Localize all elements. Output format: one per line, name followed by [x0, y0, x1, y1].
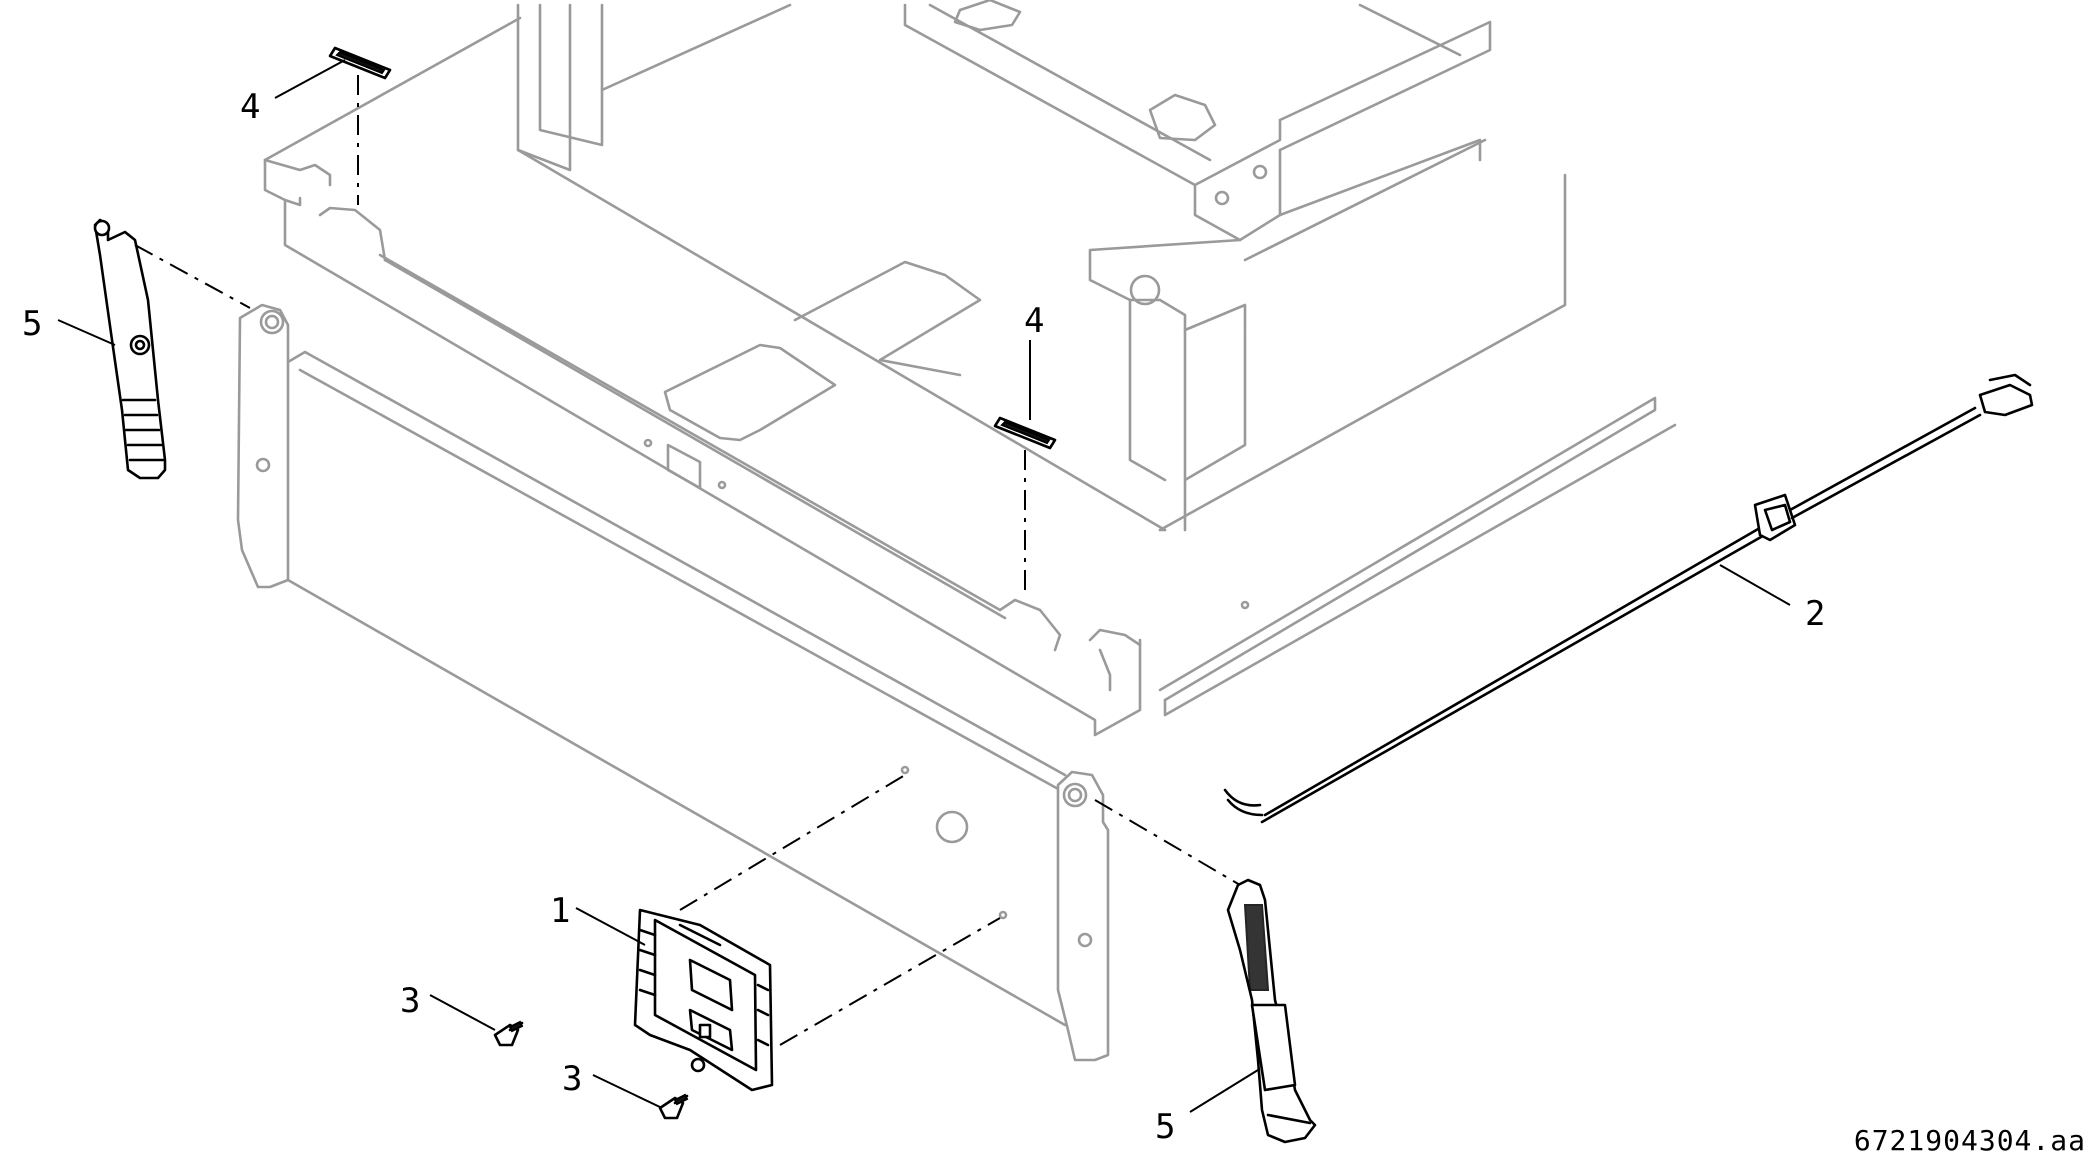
callout-3-lower: 3 — [562, 1059, 582, 1099]
centerline-5-left — [134, 244, 251, 309]
callout-2: 2 — [1805, 594, 1825, 634]
callout-4-lower: 4 — [1024, 301, 1044, 341]
leader-3-upper — [429, 994, 496, 1031]
part-5-strap-left — [93, 218, 167, 480]
leader-5-left — [57, 319, 116, 346]
callout-4-upper: 4 — [240, 87, 260, 127]
front-panel-ghost — [236, 303, 1110, 1062]
callout-3-upper: 3 — [400, 981, 420, 1021]
callout-5-left: 5 — [22, 304, 42, 344]
callout-1: 1 — [550, 891, 570, 931]
leader-1 — [575, 907, 646, 946]
housing-ghost — [263, 0, 1677, 737]
document-number: 6721904304.aa — [1854, 1124, 2086, 1157]
part-4-pad-upper — [328, 46, 392, 80]
callout-5-right: 5 — [1155, 1107, 1175, 1147]
centerline-1-lower — [779, 917, 1001, 1046]
leader-4-upper — [274, 59, 346, 99]
leader-2 — [1719, 564, 1791, 606]
part-2-cable — [1223, 373, 2034, 824]
part-5-strap-right — [1226, 878, 1317, 1144]
part-3-screw-lower — [658, 1093, 689, 1120]
centerline-5-right — [1094, 799, 1241, 886]
part-4-pad-lower — [993, 416, 1057, 450]
leader-5-right — [1189, 1069, 1259, 1113]
part-3-screw-upper — [493, 1020, 524, 1047]
centerline-1-upper — [679, 774, 906, 911]
leader-3-lower — [592, 1074, 663, 1109]
part-1-control-module — [633, 908, 774, 1092]
